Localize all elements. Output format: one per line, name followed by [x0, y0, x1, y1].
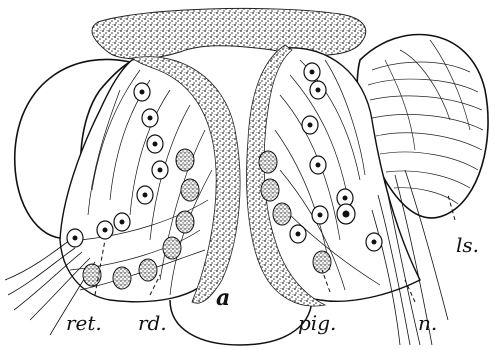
label-a: a — [216, 285, 230, 311]
label-ls: ls. — [456, 233, 479, 257]
label-ret: ret. — [66, 311, 102, 335]
central-vesicle — [170, 300, 312, 345]
label-rd: rd. — [138, 311, 167, 335]
label-pig: pig. — [298, 311, 336, 335]
stippled-top-band — [92, 8, 366, 58]
label-n: n. — [418, 311, 437, 335]
